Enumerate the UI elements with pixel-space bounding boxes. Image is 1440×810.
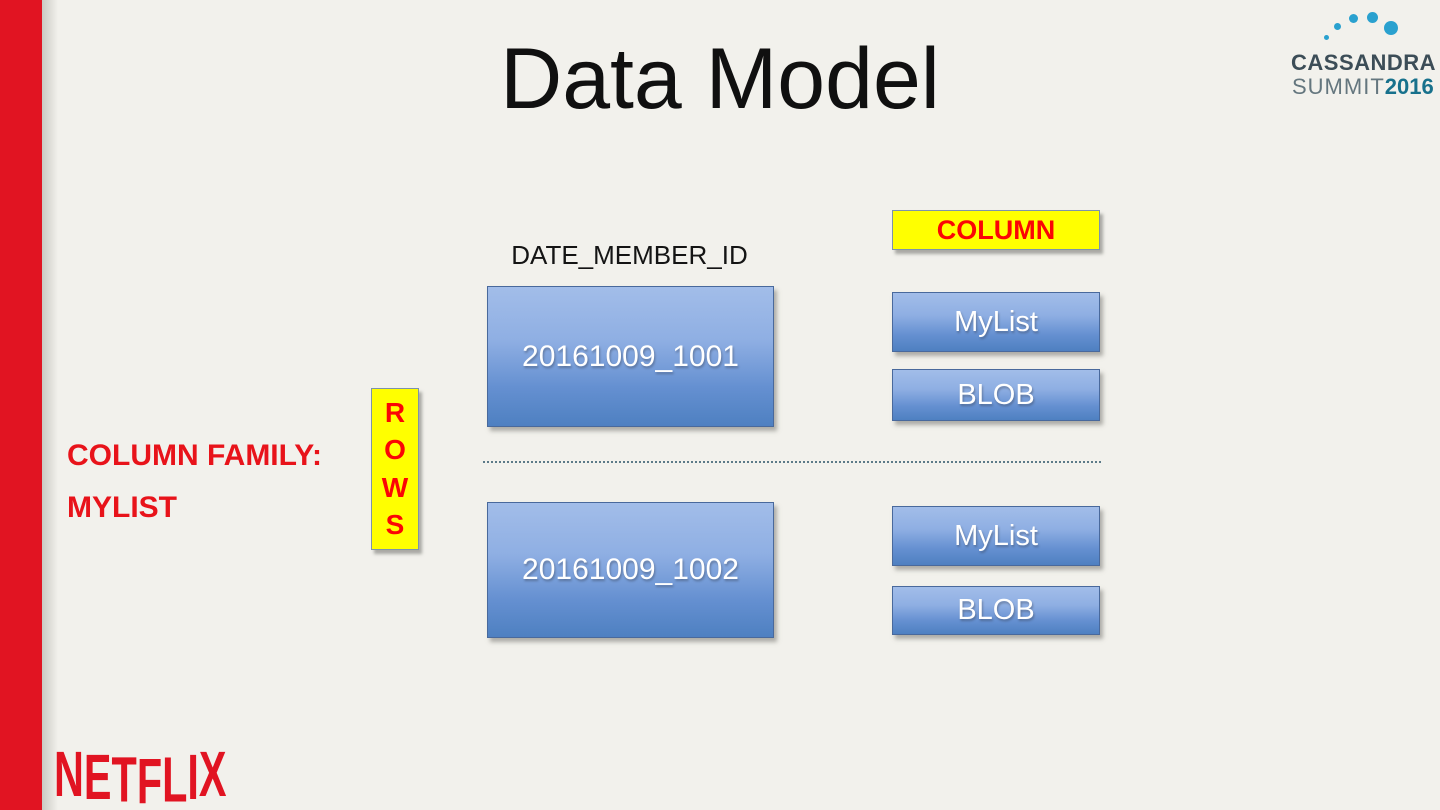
netflix-logo-letter: T <box>111 743 137 810</box>
netflix-logo: N E T F L I X <box>54 737 227 810</box>
cassandra-logo-year: 2016 <box>1384 74 1434 99</box>
row-key-box-1: 20161009_1001 <box>487 286 774 427</box>
cassandra-summit-logo: CASSANDRA SUMMIT2016 <box>1283 8 1437 104</box>
rows-letter: O <box>384 434 406 466</box>
rows-letter: S <box>385 509 405 541</box>
page-title: Data Model <box>500 31 940 127</box>
netflix-logo-letter: I <box>187 740 199 810</box>
cassandra-logo-summit: SUMMIT <box>1292 74 1385 99</box>
column-value-box-blob-2: BLOB <box>892 586 1100 635</box>
netflix-logo-letter: N <box>54 737 84 810</box>
left-red-accent-bar <box>0 0 42 810</box>
cassandra-dot-icon <box>1334 23 1341 30</box>
column-family-label-line2: MYLIST <box>67 491 177 524</box>
cassandra-dot-icon <box>1384 21 1398 35</box>
row-key-box-2: 20161009_1002 <box>487 502 774 638</box>
cassandra-logo-line2: SUMMIT2016 <box>1292 74 1434 100</box>
netflix-logo-letter: F <box>136 744 163 810</box>
cassandra-dot-icon <box>1349 14 1358 23</box>
column-label-box: COLUMN <box>892 210 1100 250</box>
cassandra-dot-icon <box>1324 35 1329 40</box>
column-value-box-blob-1: BLOB <box>892 369 1100 421</box>
cassandra-dot-icon <box>1367 12 1378 23</box>
row-key-header: DATE_MEMBER_ID <box>511 240 748 270</box>
row-divider-dotted-line <box>483 461 1101 463</box>
netflix-logo-letter: E <box>83 740 112 810</box>
column-value-box-mylist-2: MyList <box>892 506 1100 566</box>
column-family-label: COLUMN FAMILY: MYLIST <box>67 430 322 534</box>
rows-label-box: R O W S <box>371 388 419 550</box>
netflix-logo-letter: X <box>198 737 227 810</box>
left-bar-shadow <box>42 0 58 810</box>
netflix-logo-letter: L <box>162 743 188 810</box>
rows-letter: W <box>381 471 409 503</box>
column-family-label-line1: COLUMN FAMILY: <box>67 439 322 472</box>
cassandra-logo-name: CASSANDRA <box>1291 50 1437 75</box>
column-value-box-mylist-1: MyList <box>892 292 1100 352</box>
rows-letter: R <box>384 396 406 428</box>
